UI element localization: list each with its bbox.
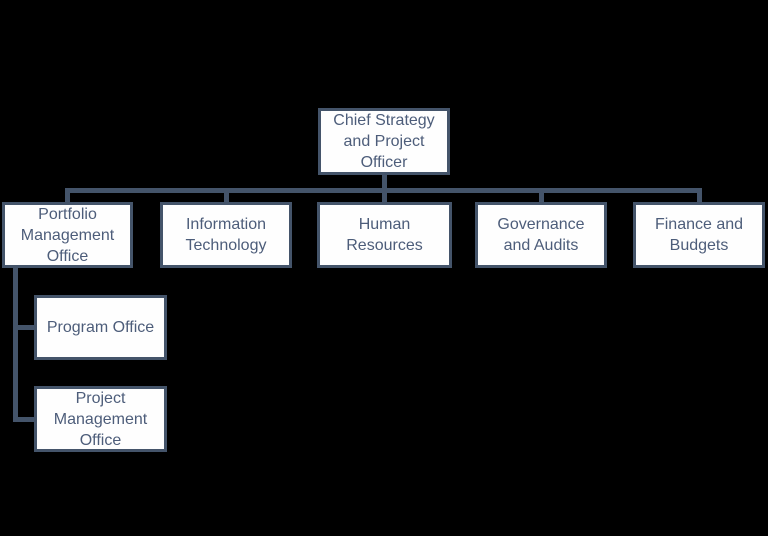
- node-label: Project Management Office: [53, 389, 148, 449]
- connector-stub-program-office: [13, 325, 34, 330]
- node-chief-strategy-officer: Chief Strategy and Project Officer: [318, 108, 450, 175]
- node-label: Chief Strategy and Project Officer: [333, 112, 435, 171]
- connector-drop-human-resources: [382, 188, 387, 202]
- connector-hang-vertical: [13, 266, 18, 422]
- connector-stub-project-management-office: [13, 417, 34, 422]
- node-finance-budgets: Finance and Budgets: [633, 202, 765, 268]
- node-label: Finance and Budgets: [654, 216, 744, 254]
- connector-drop-finance-budgets: [697, 188, 702, 202]
- connector-drop-governance-audits: [539, 188, 544, 202]
- node-project-management-office: Project Management Office: [34, 386, 167, 452]
- node-program-office: Program Office: [34, 295, 167, 360]
- connector-drop-portfolio: [65, 188, 70, 202]
- node-label: Governance and Audits: [497, 216, 585, 254]
- node-label: Portfolio Management Office: [20, 205, 115, 265]
- node-information-technology: Information Technology: [160, 202, 292, 268]
- node-portfolio-management-office: Portfolio Management Office: [2, 202, 133, 268]
- node-governance-audits: Governance and Audits: [475, 202, 607, 268]
- connector-drop-information-technology: [224, 188, 229, 202]
- node-label: Program Office: [46, 319, 155, 336]
- connector-chief-drop: [382, 174, 387, 189]
- node-label: Information Technology: [185, 216, 267, 254]
- node-label: Human Resources: [346, 216, 423, 254]
- node-human-resources: Human Resources: [317, 202, 452, 268]
